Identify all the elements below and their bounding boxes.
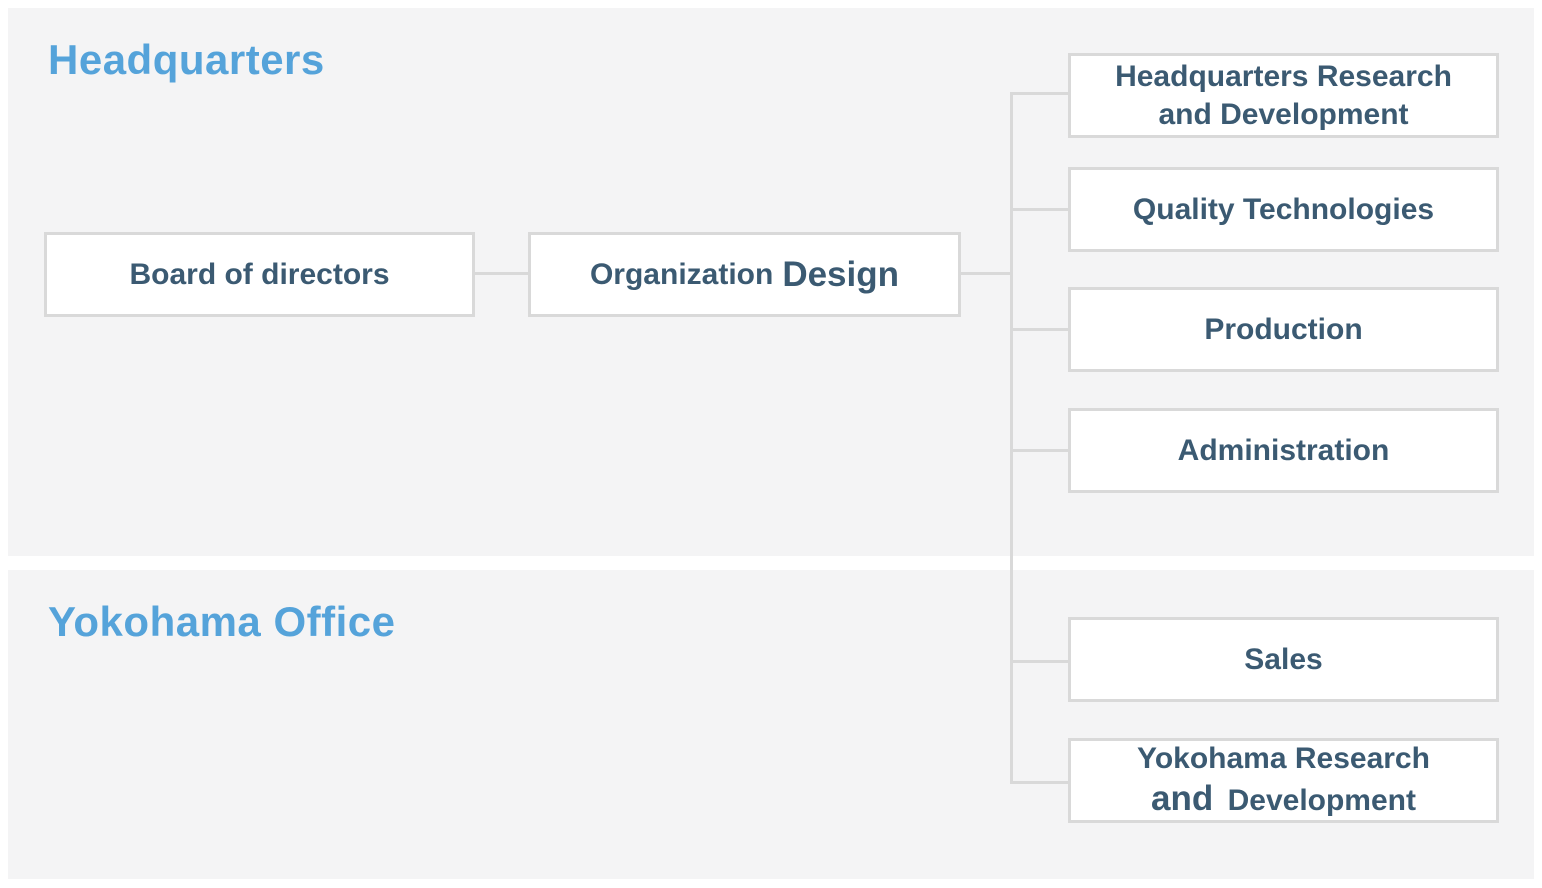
yokohama-section-title: Yokohama Office	[48, 598, 396, 645]
connector-branch-sales	[1013, 660, 1068, 663]
connector-branch-production	[1013, 328, 1068, 331]
node-production-label: Production	[1204, 312, 1363, 346]
node-board-of-directors-label: Board of directors	[129, 257, 390, 291]
node-production: Production	[1068, 287, 1499, 372]
node-organization-design-label-part2: Design	[782, 254, 900, 294]
node-board-of-directors: Board of directors	[44, 232, 475, 317]
connector-org-to-trunk	[961, 272, 1013, 275]
node-administration: Administration	[1068, 408, 1499, 493]
node-yokohama-research-development: Yokohama Research and Development	[1068, 738, 1499, 823]
node-headquarters-research-development: Headquarters Research and Development	[1068, 53, 1499, 138]
node-organization-design-label-part1: Organization	[589, 257, 774, 291]
node-hq-research-line2: and Development	[1158, 97, 1409, 131]
connector-trunk-vertical	[1010, 92, 1013, 784]
node-administration-label: Administration	[1177, 433, 1390, 467]
connector-branch-yokohama-research	[1013, 781, 1068, 784]
node-yokohama-research-line1: Yokohama Research	[1137, 741, 1430, 775]
node-quality-technologies-label: Quality Technologies	[1132, 192, 1435, 226]
connector-branch-administration	[1013, 449, 1068, 452]
node-quality-technologies: Quality Technologies	[1068, 167, 1499, 252]
node-sales: Sales	[1068, 617, 1499, 702]
connector-board-to-org	[475, 272, 528, 275]
node-organization-design: Organization Design	[528, 232, 961, 317]
node-yokohama-research-line2: and Development	[1151, 777, 1416, 821]
node-yokohama-research-line2-and: and	[1151, 779, 1214, 819]
node-sales-label: Sales	[1244, 642, 1323, 676]
connector-branch-quality	[1013, 208, 1068, 211]
connector-branch-hq-research	[1013, 92, 1068, 95]
node-yokohama-research-line2-development: Development	[1227, 784, 1416, 818]
headquarters-section-title: Headquarters	[48, 36, 325, 83]
node-hq-research-line1: Headquarters Research	[1115, 60, 1452, 93]
